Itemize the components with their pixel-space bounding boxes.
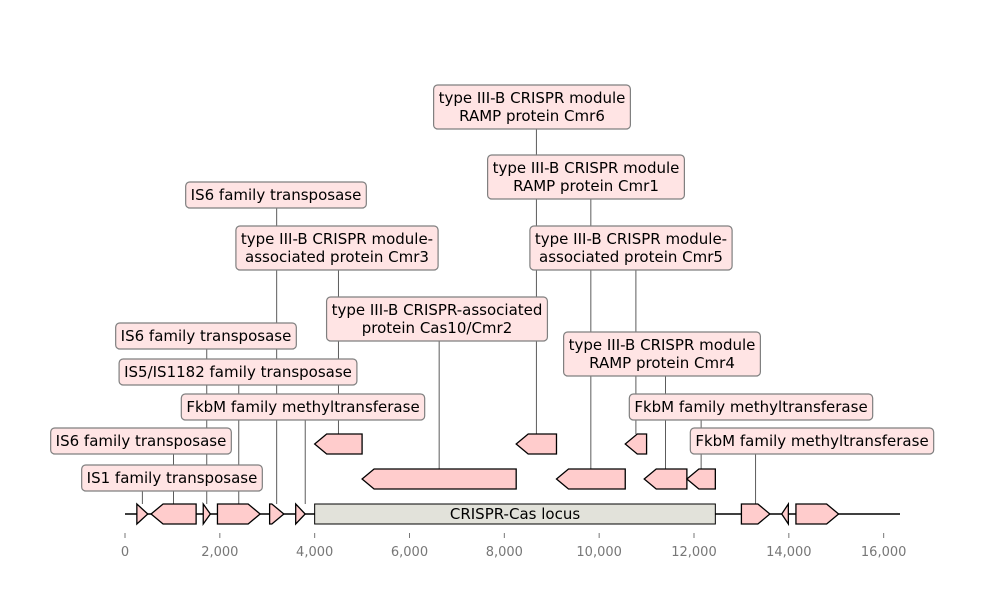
feature-track <box>136 433 840 527</box>
annotation-l11[interactable]: type III-B CRISPR module-associated prot… <box>529 225 733 271</box>
annotation-l5[interactable]: IS6 family transposase <box>185 181 367 209</box>
x-tick-label: 14,000 <box>766 545 812 560</box>
gene-feature-1[interactable] <box>136 502 149 526</box>
locus-label: CRISPR-Cas locus <box>450 505 580 523</box>
annotation-l6[interactable]: FkbM family methyltransferase <box>180 393 426 421</box>
annotation-box <box>433 84 631 130</box>
annotation-l7[interactable]: type III-B CRISPR module-associated prot… <box>235 225 439 271</box>
x-tick-label: 4,000 <box>296 545 333 560</box>
gene-feature-3[interactable] <box>202 501 212 527</box>
annotation-text: type III-B CRISPR module <box>569 336 756 354</box>
annotation-box <box>81 464 263 492</box>
x-tick-label: 6,000 <box>391 545 428 560</box>
locus-box <box>314 503 716 525</box>
annotation-text: type III-B CRISPR module <box>493 159 680 177</box>
gene-feature-5[interactable] <box>268 503 285 525</box>
annotation-text: type III-B CRISPR-associated <box>332 301 543 319</box>
annotation-box <box>563 331 761 377</box>
gene-feature-14[interactable] <box>740 503 771 525</box>
annotation-text: IS6 family transposase <box>56 432 227 450</box>
annotation-box <box>235 225 439 271</box>
annotation-text: IS6 family transposase <box>191 186 362 204</box>
annotation-text: type III-B CRISPR module <box>439 89 626 107</box>
annotation-l13[interactable]: FkbM family methyltransferase <box>628 393 874 421</box>
annotation-text: RAMP protein Cmr1 <box>513 177 659 195</box>
annotation-labels: IS1 family transposase IS6 family transpo… <box>50 84 935 492</box>
annotation-text: RAMP protein Cmr6 <box>459 107 605 125</box>
gene-feature-12[interactable] <box>643 468 688 490</box>
annotation-text: IS5/IS1182 family transposase <box>124 363 352 381</box>
annotation-box <box>487 154 685 200</box>
annotation-text: type III-B CRISPR module- <box>535 230 727 248</box>
x-tick-label: 10,000 <box>576 545 622 560</box>
gene-feature-9[interactable] <box>515 433 558 455</box>
annotation-text: IS1 family transposase <box>87 469 258 487</box>
gene-feature-10[interactable] <box>555 468 626 490</box>
gene-feature-13[interactable] <box>685 468 716 490</box>
x-tick-label: 0 <box>121 545 129 560</box>
annotation-l4[interactable]: IS5/IS1182 family transposase <box>118 358 358 386</box>
annotation-text: FkbM family methyltransferase <box>634 398 867 416</box>
annotation-l1[interactable]: IS1 family transposase <box>81 464 263 492</box>
gene-feature-4[interactable] <box>216 503 262 525</box>
x-axis: 0 2,000 4,000 6,000 8,000 10,000 12,000 14,000 1… <box>121 533 907 560</box>
annotation-text: associated protein Cmr3 <box>245 248 429 266</box>
annotation-l14[interactable]: FkbM family methyltransferase <box>689 427 935 455</box>
annotation-text: IS6 family transposase <box>121 327 292 345</box>
annotation-l2[interactable]: IS6 family transposase <box>50 427 232 455</box>
annotation-l3[interactable]: IS6 family transposase <box>115 322 297 350</box>
annotation-box <box>185 181 367 209</box>
x-tick-label: 12,000 <box>671 545 717 560</box>
gene-feature-7[interactable] <box>313 433 363 455</box>
annotation-box <box>529 225 733 271</box>
gene-feature-6[interactable] <box>295 502 307 526</box>
annotation-text: protein Cas10/Cmr2 <box>362 319 513 337</box>
annotation-box <box>118 358 358 386</box>
x-tick-label: 8,000 <box>486 545 523 560</box>
gene-feature-16[interactable] <box>795 503 840 525</box>
x-tick-label: 16,000 <box>861 545 907 560</box>
annotation-text: FkbM family methyltransferase <box>695 432 928 450</box>
annotation-box <box>115 322 297 350</box>
gene-feature-2[interactable] <box>150 503 197 525</box>
crispr-cas-locus[interactable]: CRISPR-Cas locus <box>314 503 716 525</box>
annotation-box <box>180 393 426 421</box>
annotation-text: FkbM family methyltransferase <box>186 398 419 416</box>
annotation-box <box>325 296 549 342</box>
annotation-text: associated protein Cmr5 <box>539 248 723 266</box>
annotation-box <box>50 427 232 455</box>
annotation-text: RAMP protein Cmr4 <box>589 354 735 372</box>
x-tick-label: 2,000 <box>201 545 238 560</box>
gene-feature-8[interactable] <box>361 468 517 490</box>
annotation-text: type III-B CRISPR module- <box>241 230 433 248</box>
gene-feature-15[interactable] <box>780 501 790 527</box>
gene-feature-11[interactable] <box>624 433 648 455</box>
annotation-box <box>689 427 935 455</box>
annotation-box <box>628 393 874 421</box>
